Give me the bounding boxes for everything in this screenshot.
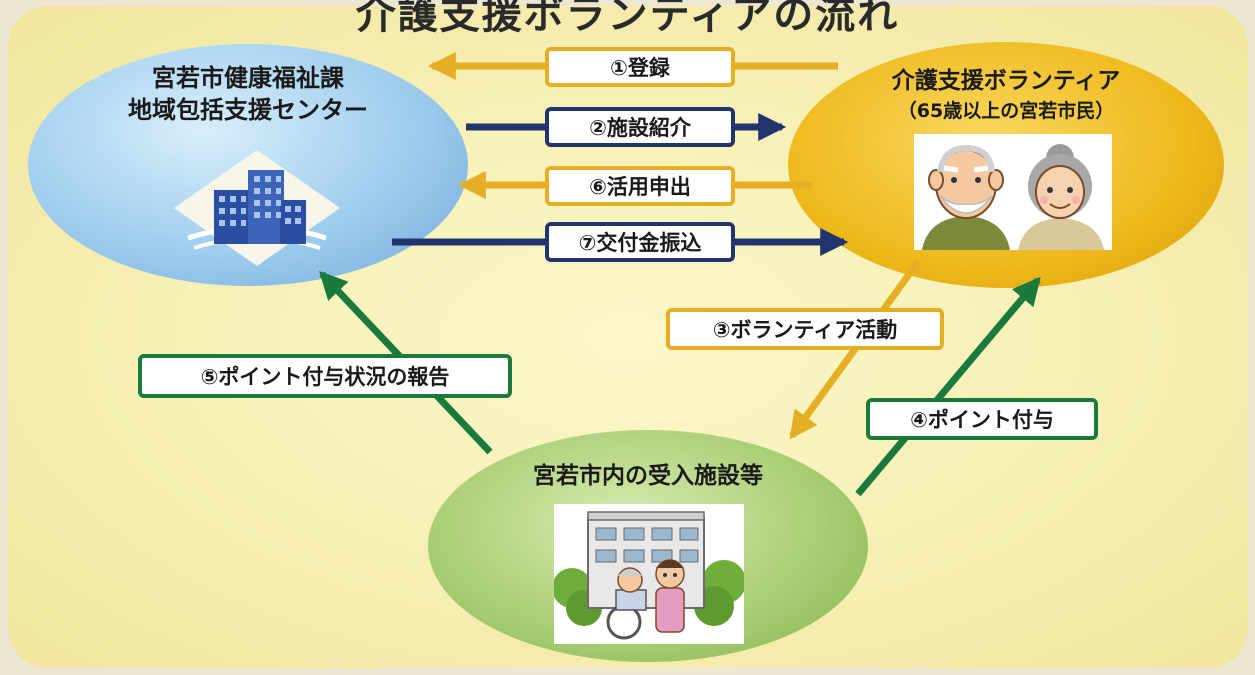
office-building-icon <box>174 150 340 266</box>
flow-label-step3: ③ボランティア活動 <box>666 308 944 350</box>
city-office-line2: 地域包括支援センター <box>128 96 368 124</box>
volunteer-line2: （65歳以上の宮若市民） <box>897 100 1115 122</box>
flow-label-step5: ⑤ポイント付与状況の報告 <box>138 354 512 398</box>
volunteer-line1: 介護支援ボランティア <box>891 68 1121 94</box>
flow-label-step4: ④ポイント付与 <box>866 398 1098 440</box>
arrow-step4 <box>855 276 1041 497</box>
city-office-line1: 宮若市健康福祉課 <box>152 64 344 92</box>
care-facility-icon <box>554 504 744 644</box>
flow-label-step2: ②施設紹介 <box>545 107 735 147</box>
volunteer-title: 介護支援ボランティア （65歳以上の宮若市民） <box>856 66 1156 126</box>
flow-label-step1: ①登録 <box>545 47 735 87</box>
facility-title: 宮若市内の受入施設等 <box>533 463 763 489</box>
flow-label-step7: ⑦交付金振込 <box>545 222 735 262</box>
flow-label-step6: ⑥活用申出 <box>545 166 735 206</box>
city-office-title: 宮若市健康福祉課 地域包括支援センター <box>118 62 378 126</box>
page-title: 介護支援ボランティアの流れ <box>355 0 900 38</box>
elderly-couple-icon <box>914 134 1112 250</box>
